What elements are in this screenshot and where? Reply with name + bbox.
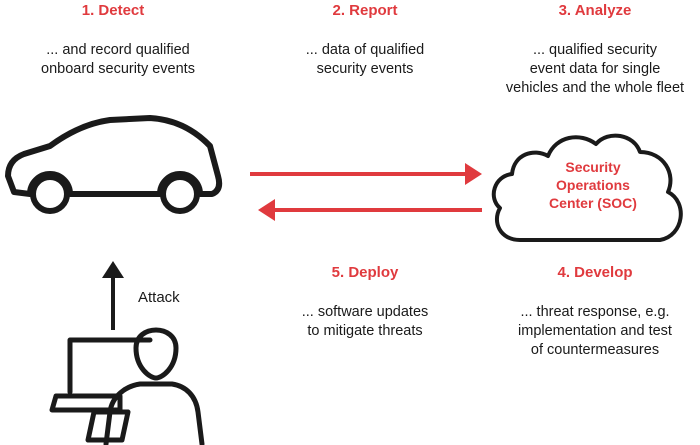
deploy-arrow bbox=[258, 199, 482, 221]
detect-description: ... and record qualified onboard securit… bbox=[18, 41, 218, 79]
attack-arrow bbox=[102, 261, 124, 330]
attack-label: Attack bbox=[138, 289, 180, 306]
detect-title: 1. Detect bbox=[81, 2, 145, 19]
cloud-icon bbox=[491, 133, 683, 242]
report-desc-line-2: security events bbox=[316, 61, 414, 77]
detect-desc-line-1: ... and record qualified bbox=[46, 42, 190, 58]
report-title: 2. Report bbox=[332, 2, 398, 19]
develop-desc-line-2: implementation and test bbox=[518, 323, 672, 339]
soc-line-2: Operations bbox=[556, 177, 630, 193]
analyze-description: ... qualified security event data for si… bbox=[492, 41, 698, 98]
report-arrow bbox=[250, 163, 482, 185]
deploy-desc-line-2: to mitigate threats bbox=[307, 323, 423, 339]
soc-line-1: Security bbox=[565, 159, 621, 175]
analyze-desc-line-1: ... qualified security bbox=[532, 42, 658, 58]
develop-title: 4. Develop bbox=[557, 264, 633, 281]
car-icon bbox=[5, 115, 223, 214]
analyze-title: 3. Analyze bbox=[558, 2, 632, 19]
attacker-icon bbox=[49, 327, 205, 445]
develop-description: ... threat response, e.g. implementation… bbox=[492, 303, 698, 360]
report-description: ... data of qualified security events bbox=[270, 41, 460, 79]
develop-desc-line-3: of countermeasures bbox=[530, 342, 660, 358]
deploy-title: 5. Deploy bbox=[331, 264, 399, 281]
soc-line-3: Center (SOC) bbox=[549, 195, 637, 211]
analyze-desc-line-2: event data for single bbox=[529, 61, 661, 77]
deploy-description: ... software updates to mitigate threats bbox=[270, 303, 460, 341]
deploy-desc-line-1: ... software updates bbox=[301, 304, 429, 320]
develop-desc-line-1: ... threat response, e.g. bbox=[520, 304, 670, 320]
analyze-desc-line-3: vehicles and the whole fleet bbox=[505, 80, 685, 96]
detect-desc-line-2: onboard security events bbox=[41, 61, 195, 77]
report-desc-line-1: ... data of qualified bbox=[305, 42, 425, 58]
soc-label: Security Operations Center (SOC) bbox=[528, 158, 658, 212]
